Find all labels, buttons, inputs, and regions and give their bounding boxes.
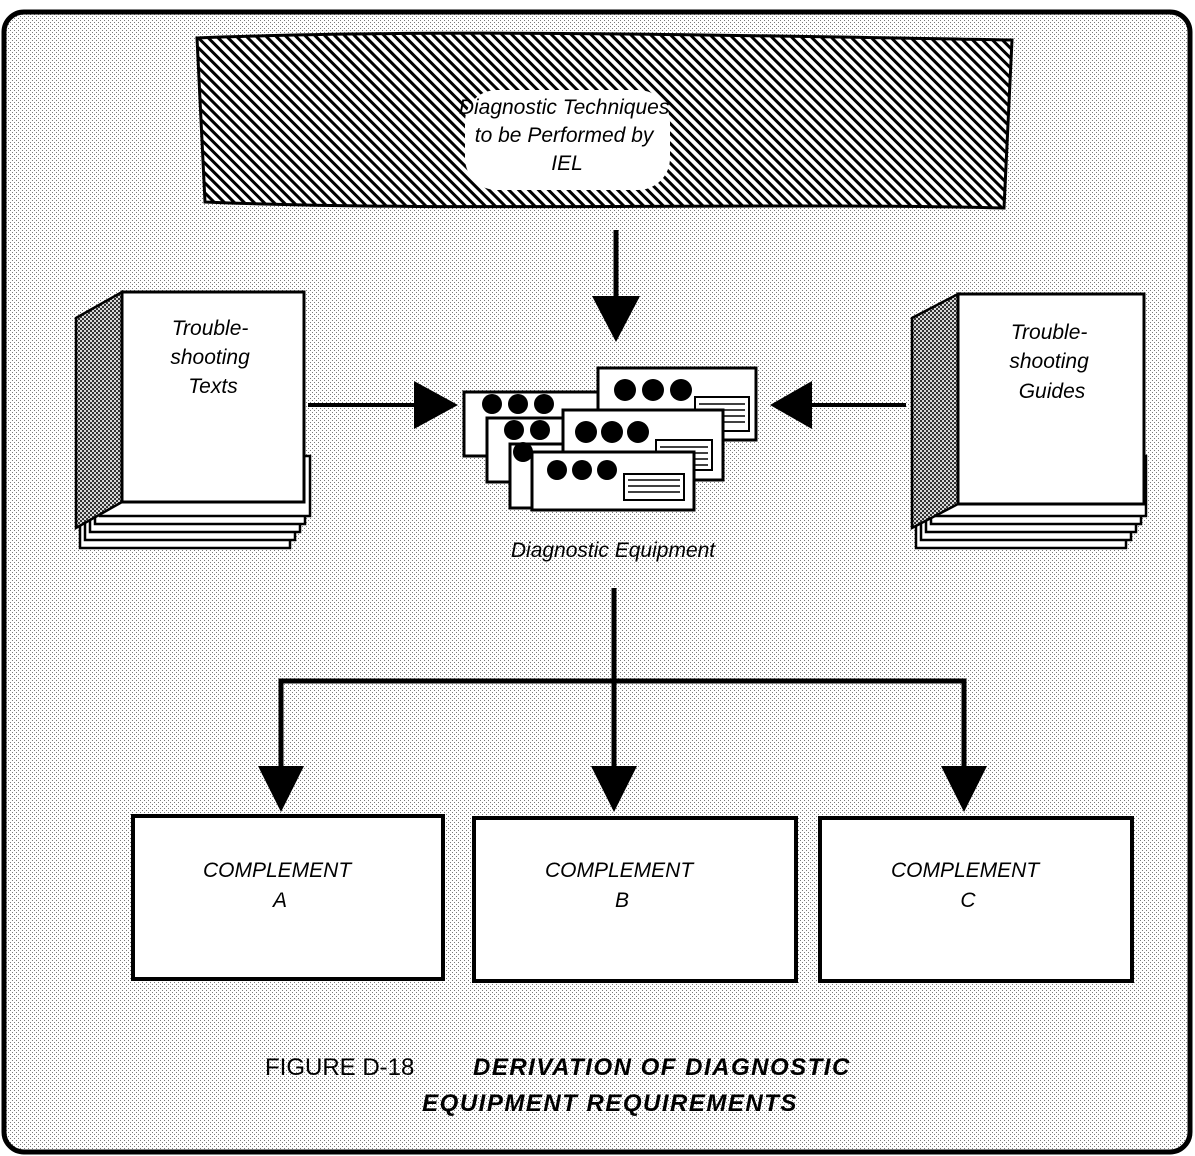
- arrow-to-complement-c: [941, 766, 987, 812]
- svg-text:COMPLEMENT B: COMPLEMENT B: [545, 859, 699, 912]
- troubleshooting-texts-label: Trouble- shooting Texts: [170, 317, 255, 398]
- arrow-guides-to-equipment: [770, 381, 906, 429]
- complement-a-box: COMPLEMENT A: [131, 814, 445, 981]
- figure-title-line2: EQUIPMENT REQUIREMENTS: [422, 1090, 798, 1117]
- figure-title-line1: DERIVATION OF DIAGNOSTIC: [473, 1054, 851, 1081]
- diagnostic-equipment-label: Diagnostic Equipment: [511, 539, 716, 562]
- figure-number: FIGURE D-18: [265, 1054, 414, 1081]
- complement-c-box: COMPLEMENT C: [818, 816, 1134, 983]
- troubleshooting-guides-book: Trouble- shooting Guides: [910, 291, 1148, 550]
- complement-b-box: COMPLEMENT B: [472, 816, 798, 983]
- svg-text:COMPLEMENT A: COMPLEMENT A: [203, 859, 357, 912]
- equipment-card: [530, 450, 696, 512]
- troubleshooting-texts-book: Trouble- shooting Texts: [74, 289, 312, 550]
- techniques-label-box: [465, 90, 670, 190]
- arrow-techniques-to-equipment: [592, 230, 640, 342]
- figure-caption: FIGURE D-18 DERIVATION OF DIAGNOSTIC EQU…: [265, 1054, 851, 1117]
- troubleshooting-guides-label: Trouble- shooting Guides: [1009, 321, 1094, 403]
- diagnostic-equipment-icon: [462, 366, 758, 512]
- arrow-to-complement-a: [258, 766, 304, 812]
- distribution-arrows: [258, 588, 987, 812]
- svg-text:COMPLEMENT C: COMPLEMENT C: [891, 859, 1045, 912]
- arrow-texts-to-equipment: [308, 381, 458, 429]
- techniques-label: Diagnostic Techniques to be Performed by…: [459, 96, 675, 175]
- techniques-banner: Diagnostic Techniques to be Performed by…: [195, 31, 1014, 210]
- arrow-to-complement-b: [591, 766, 637, 812]
